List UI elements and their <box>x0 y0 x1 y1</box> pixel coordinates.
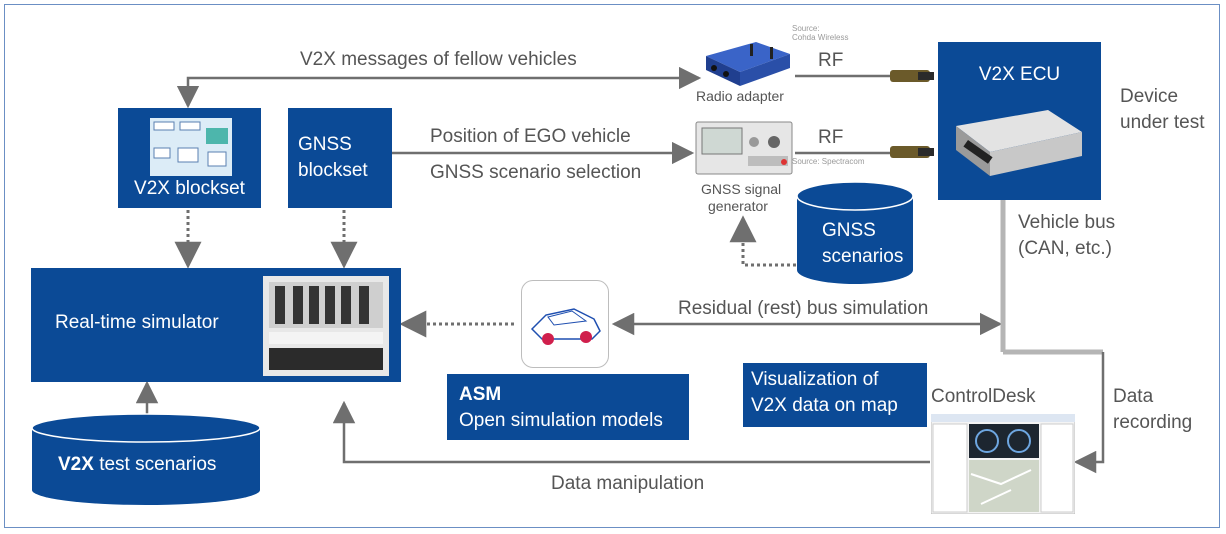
radio-source-label: Source: <box>792 24 820 33</box>
label-gnss-selection: GNSS scenario selection <box>430 162 642 183</box>
ecu-device-image <box>956 110 1082 176</box>
gnss-scenarios-cylinder <box>796 181 914 284</box>
label-position-ego: Position of EGO vehicle <box>430 126 631 147</box>
gnss-blockset-box: GNSS blockset <box>288 108 392 208</box>
label-data-manipulation: Data manipulation <box>551 473 705 494</box>
realtime-simulator-label: Real-time simulator <box>55 312 219 333</box>
gnss-generator-label-2: generator <box>708 198 768 214</box>
car-icon <box>530 308 601 345</box>
radio-adapter-label: Radio adapter <box>696 88 784 104</box>
arrow-data-manipulation <box>332 400 930 464</box>
v2x-test-scenarios-cylinder <box>31 413 261 505</box>
gnss-scenarios-label-2: scenarios <box>822 246 904 267</box>
blockset-diagram-icon <box>150 118 232 176</box>
radio-source-company: Cohda Wireless <box>792 33 849 42</box>
v2x-blockset-label: V2X blockset <box>134 178 245 199</box>
gnss-blockset-label: GNSS <box>298 134 352 155</box>
gnss-source-label: Source: Spectracom <box>792 157 865 166</box>
label-recording: recording <box>1113 412 1193 433</box>
visualization-box: Visualization of V2X data on map <box>743 363 927 427</box>
asm-box: ASM Open simulation models <box>447 374 689 440</box>
arrow-data-recording <box>1073 352 1105 474</box>
label-vehicle-bus-can: (CAN, etc.) <box>1018 238 1112 259</box>
label-rf-bottom: RF <box>818 127 844 148</box>
v2x-test-rest: test scenarios <box>99 454 217 475</box>
v2x-test-bold: V2X <box>58 454 94 475</box>
label-device: Device <box>1120 86 1179 107</box>
realtime-simulator-box: Real-time simulator <box>31 268 401 382</box>
v2x-test-scenarios-label: V2X test scenarios <box>58 454 216 476</box>
label-data: Data <box>1113 386 1154 407</box>
gnss-generator-label: GNSS signal <box>701 181 782 197</box>
label-vehicle-bus: Vehicle bus <box>1018 212 1116 233</box>
label-residual-bus: Residual (rest) bus simulation <box>678 298 929 319</box>
visualization-label: Visualization of <box>751 369 879 390</box>
controldesk-screenshot <box>931 414 1075 514</box>
asm-car-tile <box>521 280 609 368</box>
arrow-v2x-messages <box>176 66 702 109</box>
diagram-frame <box>4 4 1220 528</box>
gnss-generator-image <box>695 121 793 175</box>
label-rf-top: RF <box>818 50 844 71</box>
arrow-gnss-scenarios <box>729 215 796 267</box>
controldesk-label: ControlDesk <box>931 386 1036 407</box>
radio-adapter-image <box>706 42 790 86</box>
label-under-test: under test <box>1120 112 1205 133</box>
visualization-label-2: V2X data on map <box>751 395 898 416</box>
gnss-blockset-label-2: blockset <box>298 160 368 181</box>
asm-subtitle: Open simulation models <box>459 410 663 431</box>
antenna-icons <box>890 70 934 158</box>
v2x-ecu-title: V2X ECU <box>978 64 1061 85</box>
v2x-blockset-box: V2X blockset <box>118 108 261 208</box>
gnss-scenarios-label: GNSS <box>822 220 876 241</box>
asm-title: ASM <box>459 384 502 405</box>
v2x-ecu-box: V2X ECU <box>938 42 1101 200</box>
simulator-rack-image <box>263 276 389 376</box>
label-v2x-messages: V2X messages of fellow vehicles <box>300 49 577 70</box>
